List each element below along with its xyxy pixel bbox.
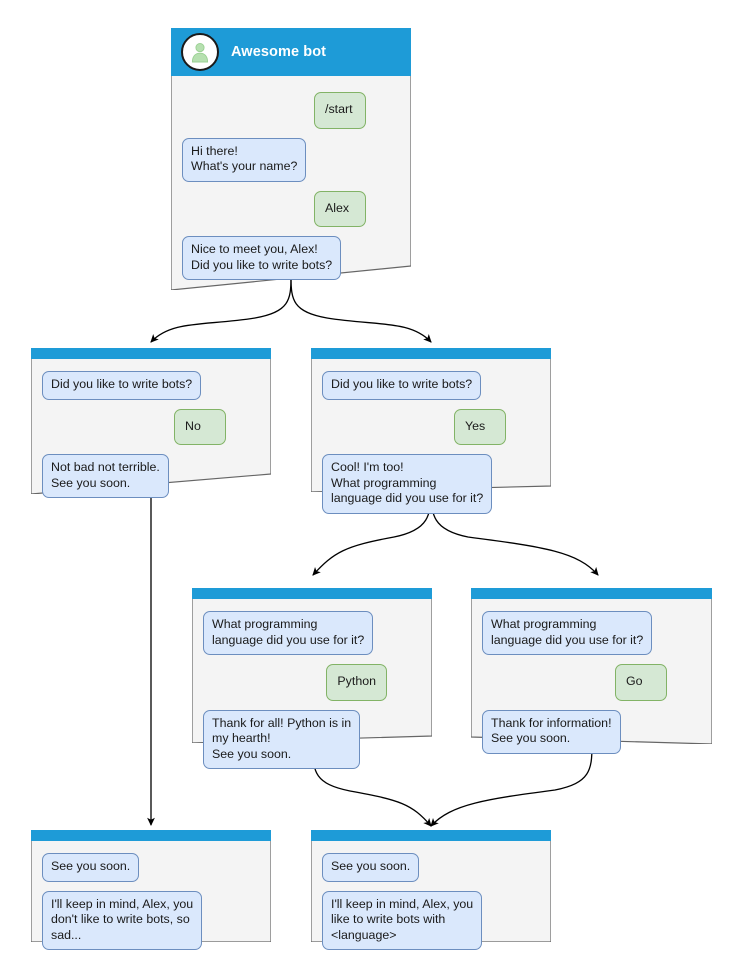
user-message-bubble: No: [174, 408, 226, 445]
message-row: /start: [182, 92, 400, 129]
node-end-happy[interactable]: See you soon. I'll keep in mind, Alex, y…: [311, 830, 551, 950]
user-message-bubble: Alex: [314, 190, 366, 227]
bot-message-bubble: See you soon.: [322, 853, 420, 882]
node-python-branch-inner: What programming language did you use fo…: [192, 588, 432, 769]
node-root-inner: Awesome bot /start Hi there! What's your…: [171, 28, 411, 290]
user-message-bubble: Python: [326, 664, 387, 701]
node-end-sad-chatarea: See you soon. I'll keep in mind, Alex, y…: [31, 843, 271, 959]
message-row: I'll keep in mind, Alex, you like to wri…: [322, 890, 540, 950]
message-row: Hi there! What's your name?: [182, 137, 400, 182]
node-no-branch-titlebar: [31, 348, 271, 356]
node-go-branch[interactable]: What programming language did you use fo…: [471, 588, 712, 754]
node-end-happy-chatarea: See you soon. I'll keep in mind, Alex, y…: [311, 843, 551, 959]
bot-message-bubble: See you soon.: [42, 853, 140, 882]
message-row: Not bad not terrible. See you soon.: [42, 454, 260, 498]
message-row: What programming language did you use fo…: [482, 611, 701, 655]
message-row: See you soon.: [322, 853, 540, 882]
node-root-chatarea: /start Hi there! What's your name? Alex …: [171, 82, 411, 289]
message-row: Alex: [182, 190, 400, 227]
bot-message-bubble: I'll keep in mind, Alex, you like to wri…: [322, 890, 483, 950]
node-no-branch-chatarea: Did you like to write bots? No Not bad n…: [31, 361, 271, 507]
bot-message-bubble: Thank for information! See you soon.: [482, 709, 621, 754]
message-row: Thank for all! Python is in my hearth! S…: [203, 709, 421, 769]
message-row: Python: [203, 664, 421, 701]
bot-message-bubble: Thank for all! Python is in my hearth! S…: [203, 709, 361, 769]
message-row: Thank for information! See you soon.: [482, 709, 701, 754]
bot-title: Awesome bot: [231, 44, 327, 60]
message-row: See you soon.: [42, 853, 260, 882]
node-root-conversation[interactable]: Awesome bot /start Hi there! What's your…: [171, 28, 411, 290]
message-row: What programming language did you use fo…: [203, 611, 421, 655]
message-row: Did you like to write bots?: [42, 371, 260, 400]
node-go-branch-titlebar: [471, 588, 712, 596]
message-row: Yes: [322, 408, 540, 445]
node-python-branch-chatarea: What programming language did you use fo…: [192, 601, 432, 778]
node-no-branch[interactable]: Did you like to write bots? No Not bad n…: [31, 348, 271, 498]
node-yes-branch-titlebar: [311, 348, 551, 356]
node-python-branch-titlebar: [192, 588, 432, 596]
node-end-sad-inner: See you soon. I'll keep in mind, Alex, y…: [31, 830, 271, 950]
bot-message-bubble: I'll keep in mind, Alex, you don't like …: [42, 890, 203, 950]
user-message-bubble: Yes: [454, 408, 506, 445]
node-end-sad-titlebar: [31, 830, 271, 838]
bot-message-bubble: Did you like to write bots?: [322, 371, 482, 400]
node-end-sad[interactable]: See you soon. I'll keep in mind, Alex, y…: [31, 830, 271, 950]
message-row: Did you like to write bots?: [322, 371, 540, 400]
bot-message-bubble: Hi there! What's your name?: [182, 137, 307, 182]
user-message-bubble: /start: [314, 92, 366, 129]
node-yes-branch-inner: Did you like to write bots? Yes Cool! I'…: [311, 348, 551, 514]
bot-message-bubble: Did you like to write bots?: [42, 371, 202, 400]
user-message-bubble: Go: [615, 664, 667, 701]
node-go-branch-chatarea: What programming language did you use fo…: [471, 601, 712, 763]
node-yes-branch-chatarea: Did you like to write bots? Yes Cool! I'…: [311, 361, 551, 523]
node-python-branch[interactable]: What programming language did you use fo…: [192, 588, 432, 769]
person-avatar-icon: [181, 33, 219, 71]
bot-message-bubble: Nice to meet you, Alex! Did you like to …: [182, 236, 342, 280]
bot-message-bubble: Cool! I'm too! What programming language…: [322, 454, 493, 514]
message-row: No: [42, 408, 260, 445]
bot-message-bubble: What programming language did you use fo…: [203, 611, 374, 655]
node-no-branch-inner: Did you like to write bots? No Not bad n…: [31, 348, 271, 498]
bot-message-bubble: Not bad not terrible. See you soon.: [42, 454, 169, 498]
node-yes-branch[interactable]: Did you like to write bots? Yes Cool! I'…: [311, 348, 551, 514]
message-row: Cool! I'm too! What programming language…: [322, 454, 540, 514]
node-go-branch-inner: What programming language did you use fo…: [471, 588, 712, 754]
message-row: I'll keep in mind, Alex, you don't like …: [42, 890, 260, 950]
node-root-titlebar: Awesome bot: [171, 28, 411, 76]
message-row: Nice to meet you, Alex! Did you like to …: [182, 236, 400, 280]
node-end-happy-inner: See you soon. I'll keep in mind, Alex, y…: [311, 830, 551, 950]
node-end-happy-titlebar: [311, 830, 551, 838]
bot-message-bubble: What programming language did you use fo…: [482, 611, 653, 655]
message-row: Go: [482, 664, 701, 701]
